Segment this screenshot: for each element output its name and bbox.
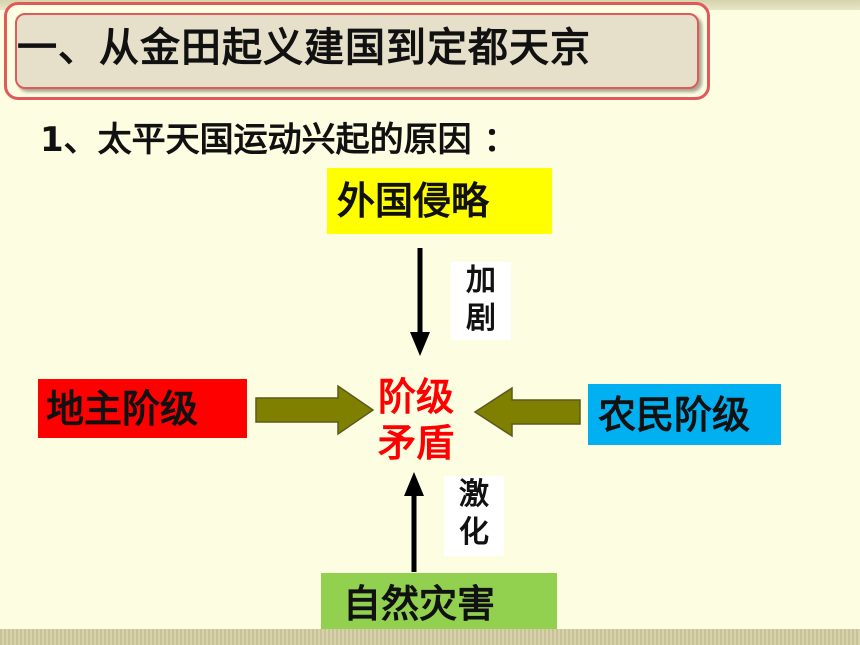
arrow-left [473,386,581,438]
sharpen-text: 激化 [459,477,489,550]
class-contradiction-line2: 矛盾 [378,421,455,465]
class-contradiction: 阶级 矛盾 [378,374,468,466]
intensify-text: 加剧 [466,263,496,336]
slide-title: 一、从金田起义建国到定都天京 [17,25,591,71]
arrow-up [404,472,424,572]
arrow-down [410,248,430,356]
class-contradiction-line1: 阶级 [378,375,455,419]
foreign-aggression-box: 外国侵略 [327,168,552,234]
title-banner: 一、从金田起义建国到定都天京 [4,2,710,100]
natural-disaster-box: 自然灾害 [321,573,557,635]
title-panel [15,13,699,89]
landlord-class-box: 地主阶级 [38,379,247,438]
slide-subtitle: 1、太平天国运动兴起的原因 ： [40,120,518,160]
intensify-label: 加剧 [451,262,511,340]
arrow-right [255,384,375,436]
peasant-class-box: 农民阶级 [588,384,781,445]
bottom-stripe [0,629,860,645]
sharpen-label: 激化 [444,476,504,556]
